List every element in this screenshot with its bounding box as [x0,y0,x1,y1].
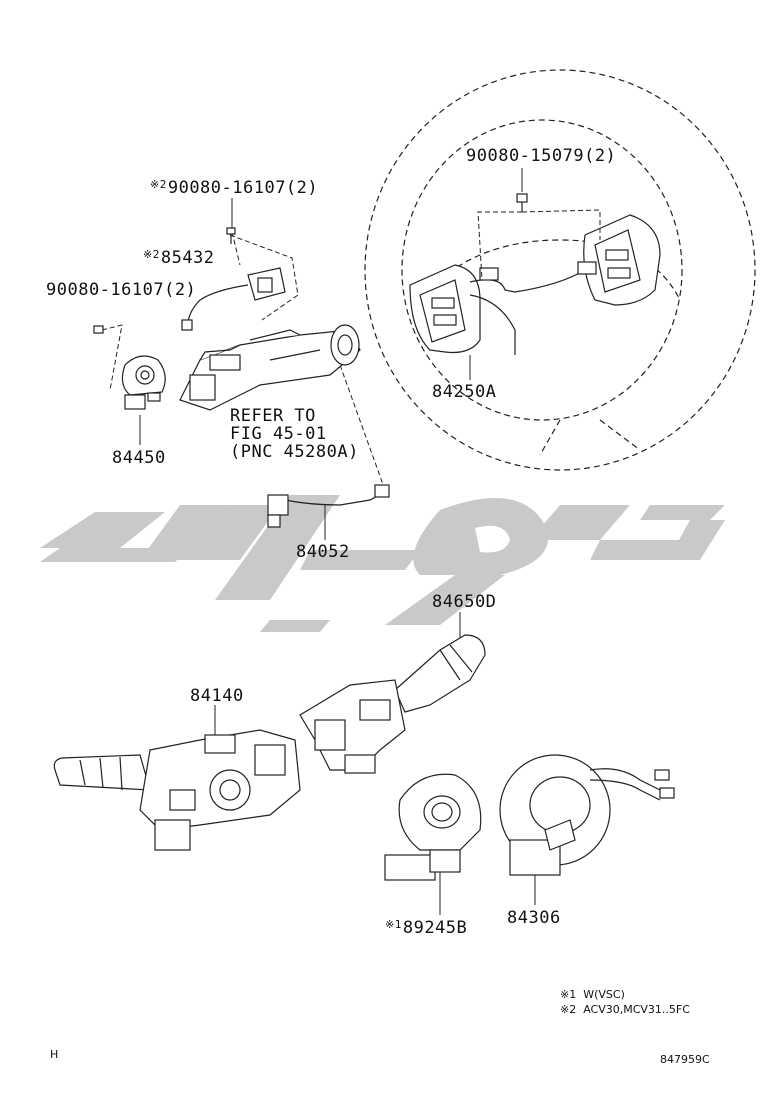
solid-leaders [139,168,536,915]
leader-lines [101,209,601,491]
label-89245b: ※189245B [385,918,467,938]
steering-wheel [364,69,756,471]
sensor-89245b [384,773,482,881]
label-84650d: 84650D [432,592,497,612]
figure-id: 847959C [660,1053,710,1066]
harness-84052 [267,484,390,528]
spiral-cable-84306 [499,754,675,876]
label-bolt-90080-16107-left: 90080-16107(2) [46,280,197,300]
wiper-switch-84650d [299,634,486,774]
part-number: 85432 [160,248,215,268]
part-number: 90080-16107(2) [167,178,319,198]
refer-note-line1: REFER TO [230,406,316,426]
bolt-90080-15079 [516,193,528,212]
note-mark: ※1 [385,918,402,931]
refer-note-line3: (PNC 45280A) [230,442,359,462]
label-bolt-90080-15079: 90080-15079(2) [466,146,617,166]
label-84052: 84052 [296,542,350,562]
label-84140: 84140 [190,686,244,706]
label-84450: 84450 [112,448,166,468]
label-84250a: 84250A [432,382,497,402]
bolt-90080-16107-left [93,325,104,334]
label-84306: 84306 [507,908,561,928]
steering-column [179,324,361,411]
light-switch-84140 [53,729,301,851]
footnote-2: ※2 ACV30,MCV31..5FC [560,1003,690,1016]
note-mark: ※2 [143,248,160,261]
label-bolt-90080-16107-top: ※290080-16107(2) [150,178,318,198]
note-mark: ※2 [150,178,167,191]
watermark-logo [40,495,725,632]
sensor-84450 [121,355,166,410]
footnote-1: ※1 W(VSC) [560,988,625,1001]
part-number: 89245B [402,918,468,938]
connector-85432 [181,267,286,331]
label-85432: ※285432 [143,248,215,268]
steering-switch-assembly [409,214,661,355]
bolt-90080-16107-top [226,227,236,244]
footer-code: H [50,1048,59,1061]
refer-note-line2: FIG 45-01 [230,424,327,444]
